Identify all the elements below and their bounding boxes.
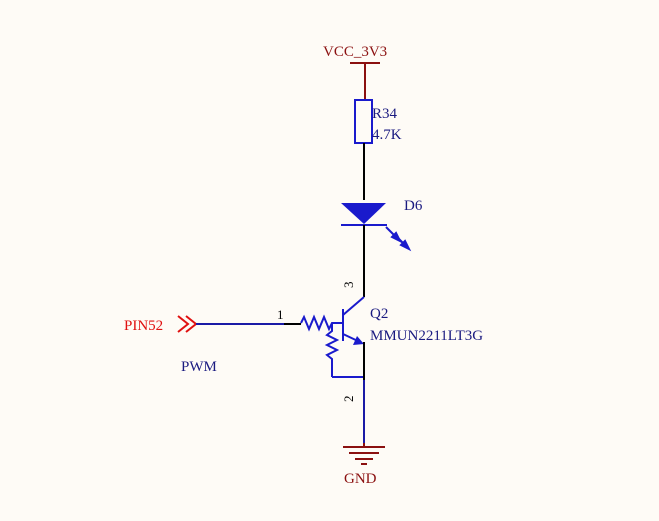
pin-number-ground: 2 <box>341 396 356 403</box>
resistor-ref: R34 <box>372 106 398 122</box>
vcc-label: VCC_3V3 <box>323 44 387 60</box>
transistor-part: MMUN2211LT3G <box>370 328 483 344</box>
emitter-arrow-icon <box>353 336 364 345</box>
pin-number-base: 1 <box>277 307 284 322</box>
port-label: PIN52 <box>124 318 163 334</box>
led-ref: D6 <box>404 198 423 214</box>
pin-number-collector: 3 <box>341 282 356 289</box>
led-emission-arrows-icon <box>385 226 412 252</box>
net-label-pwm: PWM <box>181 359 217 375</box>
resistor-value: 4.7K <box>372 127 402 143</box>
vcc-power-symbol[interactable] <box>350 62 380 100</box>
port-pin52-arrows-icon[interactable] <box>177 315 198 333</box>
gnd-label: GND <box>344 471 377 487</box>
transistor-q2-symbol[interactable] <box>300 296 365 378</box>
gnd-power-symbol[interactable] <box>343 443 385 465</box>
resistor-r34-body[interactable] <box>354 99 373 144</box>
transistor-ref: Q2 <box>370 306 388 322</box>
led-d6-symbol[interactable] <box>341 203 387 226</box>
